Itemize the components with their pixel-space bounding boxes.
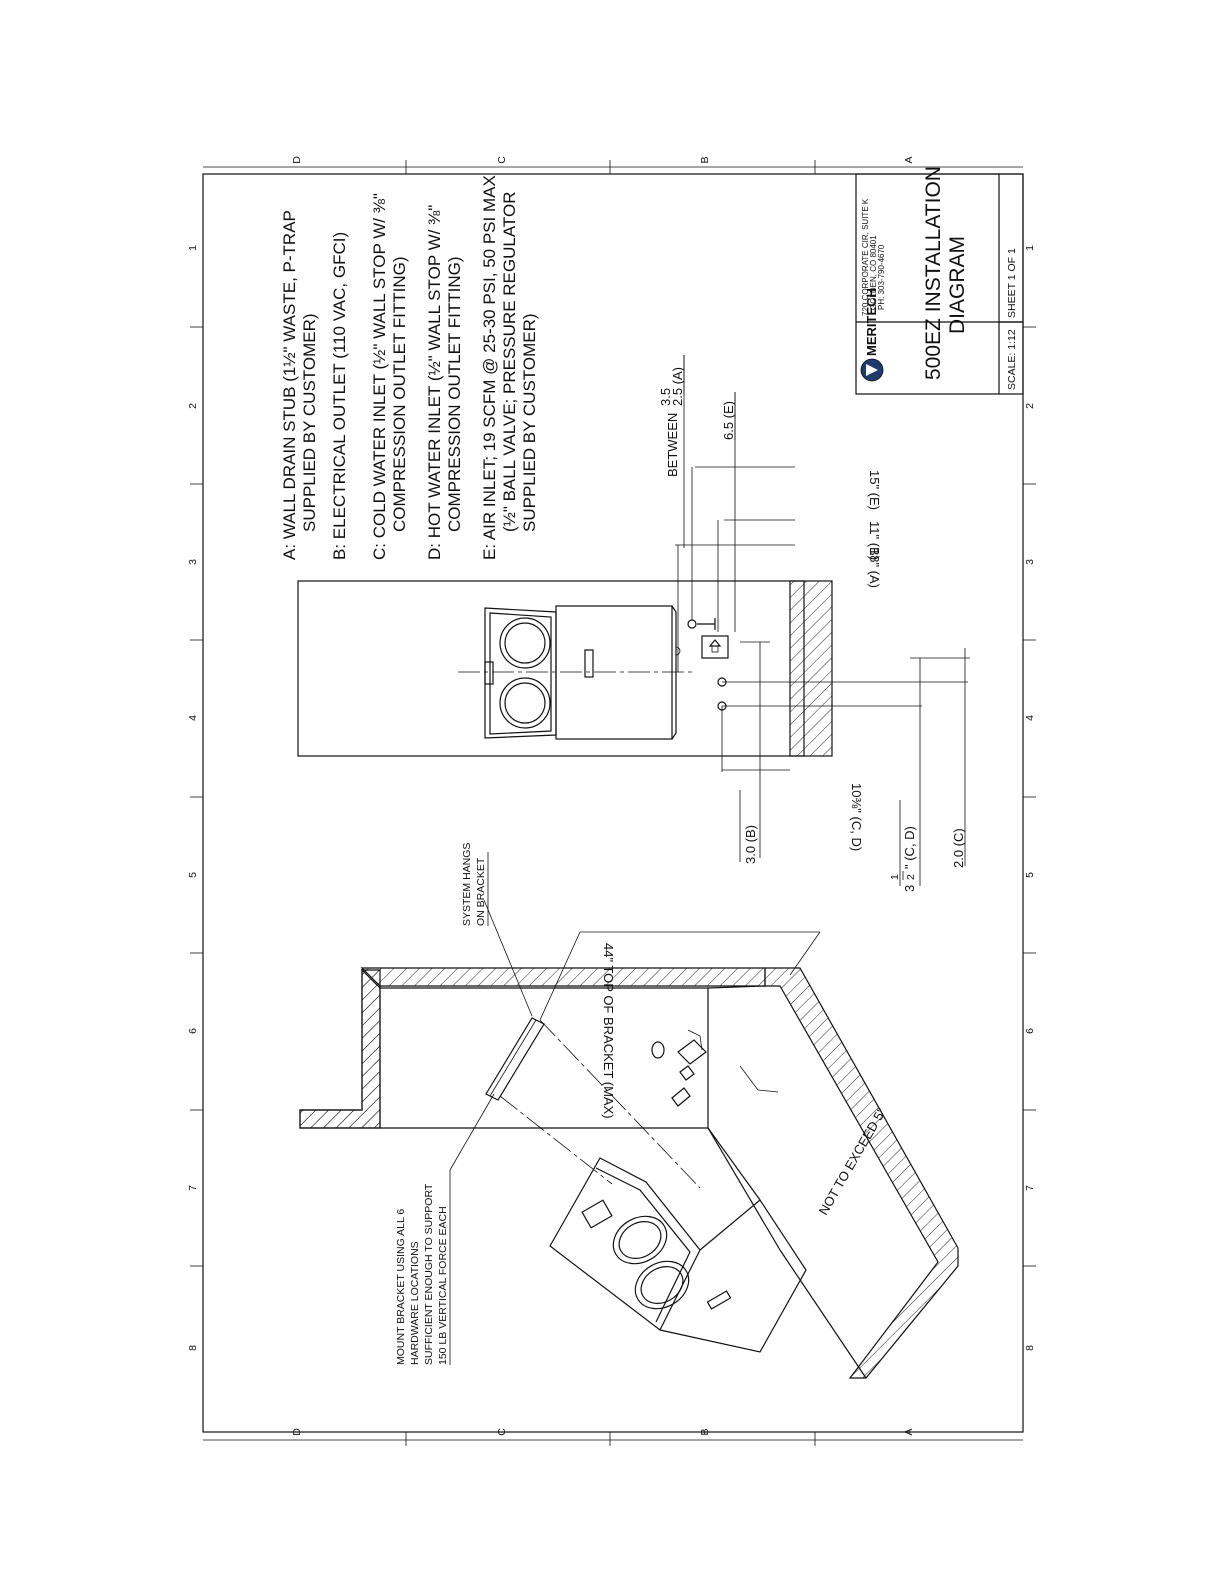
iso-cabinet [549, 1127, 807, 1353]
iso-bracket [485, 1017, 545, 1101]
zone-letters-top: D C B A [291, 156, 915, 164]
zone-number: 1 [1024, 245, 1036, 251]
label-not-to-exceed: NOT TO EXCEED 5" [816, 1105, 890, 1218]
iso-floor-hatch [764, 967, 959, 1379]
zone-number: 4 [187, 715, 199, 721]
note-e-line-3: SUPPLIED BY CUSTOMER) [520, 313, 539, 532]
dim-height-a: 18" (A) [867, 548, 882, 588]
title-block: MERITECH 720 CORPORATE CIR, SUITE K GOLD… [855, 166, 1024, 395]
front-elevation-view [297, 580, 833, 757]
zone-letter: B [699, 1428, 711, 1435]
iso-wall-side-hatch [360, 967, 766, 987]
note-a-line-2: SUPPLIED BY CUSTOMER) [300, 313, 319, 532]
zone-letters-bottom: D C B A [291, 1428, 915, 1436]
note-c-line-2: COMPRESSION OUTLET FITTING) [390, 257, 409, 532]
dim-offset-cd-suffix: " (C, D) [902, 826, 917, 869]
zone-number: 8 [187, 1345, 199, 1351]
drawing-title-line-1: 500EZ INSTALLATION [922, 166, 945, 380]
zone-number: 1 [187, 245, 199, 251]
label-mount-4: 150 LB VERTICAL FORCE EACH [437, 1206, 449, 1365]
zone-numbers-right: 1 2 3 4 5 6 7 8 [1024, 245, 1036, 1351]
zone-number: 8 [1024, 1345, 1036, 1351]
meritech-logo: MERITECH [860, 288, 884, 382]
address-line-3: PH: 303-790-4670 [877, 244, 886, 310]
address-line-2: GOLDEN, CO 80401 [869, 235, 878, 310]
dim-air-offset: 6.5 (E) [721, 401, 736, 440]
note-c-line-1: C: COLD WATER INLET (½" WALL STOP W/ ⅜" [370, 193, 389, 560]
zone-number: 3 [1024, 559, 1036, 565]
dim-offset-cd-whole: 3 [902, 885, 917, 892]
zone-number: 6 [187, 1028, 199, 1034]
label-system-hangs-2: ON BRACKET [475, 857, 487, 926]
dimension-text: BETWEEN 3.5 2.5 (A) 6.5 (E) 18" (A) 11" … [658, 367, 966, 892]
scale-label: SCALE: 1:12 [1006, 329, 1018, 390]
label-mount-3: SUFFICIENT ENOUGH TO SUPPORT [423, 1183, 435, 1365]
zone-number: 5 [1024, 872, 1036, 878]
zone-number: 3 [187, 559, 199, 565]
unit-front-outline [484, 605, 681, 740]
note-a-line-1: A: WALL DRAIN STUB (1½" WASTE, P-TRAP [280, 210, 299, 560]
dim-offset-cd: 3 1 2 " (C, D) [889, 826, 917, 892]
zone-letter: A [903, 156, 915, 163]
dim-offset-c: 2.0 (C) [951, 828, 966, 868]
dim-between-label: BETWEEN [665, 413, 680, 477]
zone-letter: B [699, 156, 711, 163]
dim-height-b: 11" (B) [867, 521, 882, 560]
zone-number: 6 [1024, 1028, 1036, 1034]
dim-height-cd: 10⅜" (C, D) [849, 783, 864, 851]
iso-fittings [651, 1029, 707, 1107]
zone-number: 2 [187, 403, 199, 409]
dimension-lines [675, 355, 970, 886]
address-line-1: 720 CORPORATE CIR, SUITE K [861, 198, 870, 316]
zone-number: 7 [1024, 1185, 1036, 1191]
note-e-line-1: E: AIR INLET; 19 SCFM @ 25-30 PSI, 50 PS… [480, 175, 499, 560]
utility-notes: A: WALL DRAIN STUB (1½" WASTE, P-TRAP SU… [280, 175, 539, 560]
note-e-line-2: (½" BALL VALVE; PRESSURE REGULATOR [500, 192, 519, 532]
dim-between-bottom: 2.5 (A) [670, 367, 685, 406]
dim-height-e: 15" (E) [867, 470, 882, 510]
floor-hatch [789, 580, 833, 757]
note-d-line-2: COMPRESSION OUTLET FITTING) [445, 257, 464, 532]
label-bracket-height: 44" TOP OF BRACKET (MAX) [601, 943, 616, 1119]
zone-letter: C [496, 156, 508, 164]
drawing-title-line-2: DIAGRAM [946, 236, 969, 334]
dim-offset-b: 3.0 (B) [743, 825, 758, 864]
zone-number: 4 [1024, 715, 1036, 721]
label-mount-1: MOUNT BRACKET USING ALL 6 [395, 1209, 407, 1365]
zone-number: 5 [187, 872, 199, 878]
dim-offset-cd-denominator: 2 [905, 874, 917, 880]
zone-number: 7 [187, 1185, 199, 1191]
note-b-line-1: B: ELECTRICAL OUTLET (110 VAC, GFCI) [330, 232, 349, 560]
zone-letter: D [291, 156, 303, 164]
dim-between-top: 3.5 [658, 388, 673, 406]
note-d-line-1: D: HOT WATER INLET (½" WALL STOP W/ ⅜" [425, 205, 444, 560]
zone-letter: D [291, 1428, 303, 1436]
border-tick-marks [190, 160, 1036, 1446]
zone-number: 2 [1024, 403, 1036, 409]
dim-offset-cd-numerator: 1 [889, 874, 901, 880]
isometric-labels: 44" TOP OF BRACKET (MAX) SYSTEM HANGS ON… [395, 843, 889, 1365]
zone-letter: A [903, 1428, 915, 1435]
isometric-view [299, 899, 959, 1379]
drawing-border [202, 173, 1024, 1433]
label-system-hangs-1: SYSTEM HANGS [461, 843, 473, 926]
label-mount-2: HARDWARE LOCATIONS [409, 1241, 421, 1365]
zone-letter: C [496, 1428, 508, 1436]
zone-numbers-left: 1 2 3 4 5 6 7 8 [187, 245, 199, 1351]
brand-name: MERITECH [864, 288, 879, 356]
sheet-label: SHEET 1 OF 1 [1006, 248, 1018, 318]
